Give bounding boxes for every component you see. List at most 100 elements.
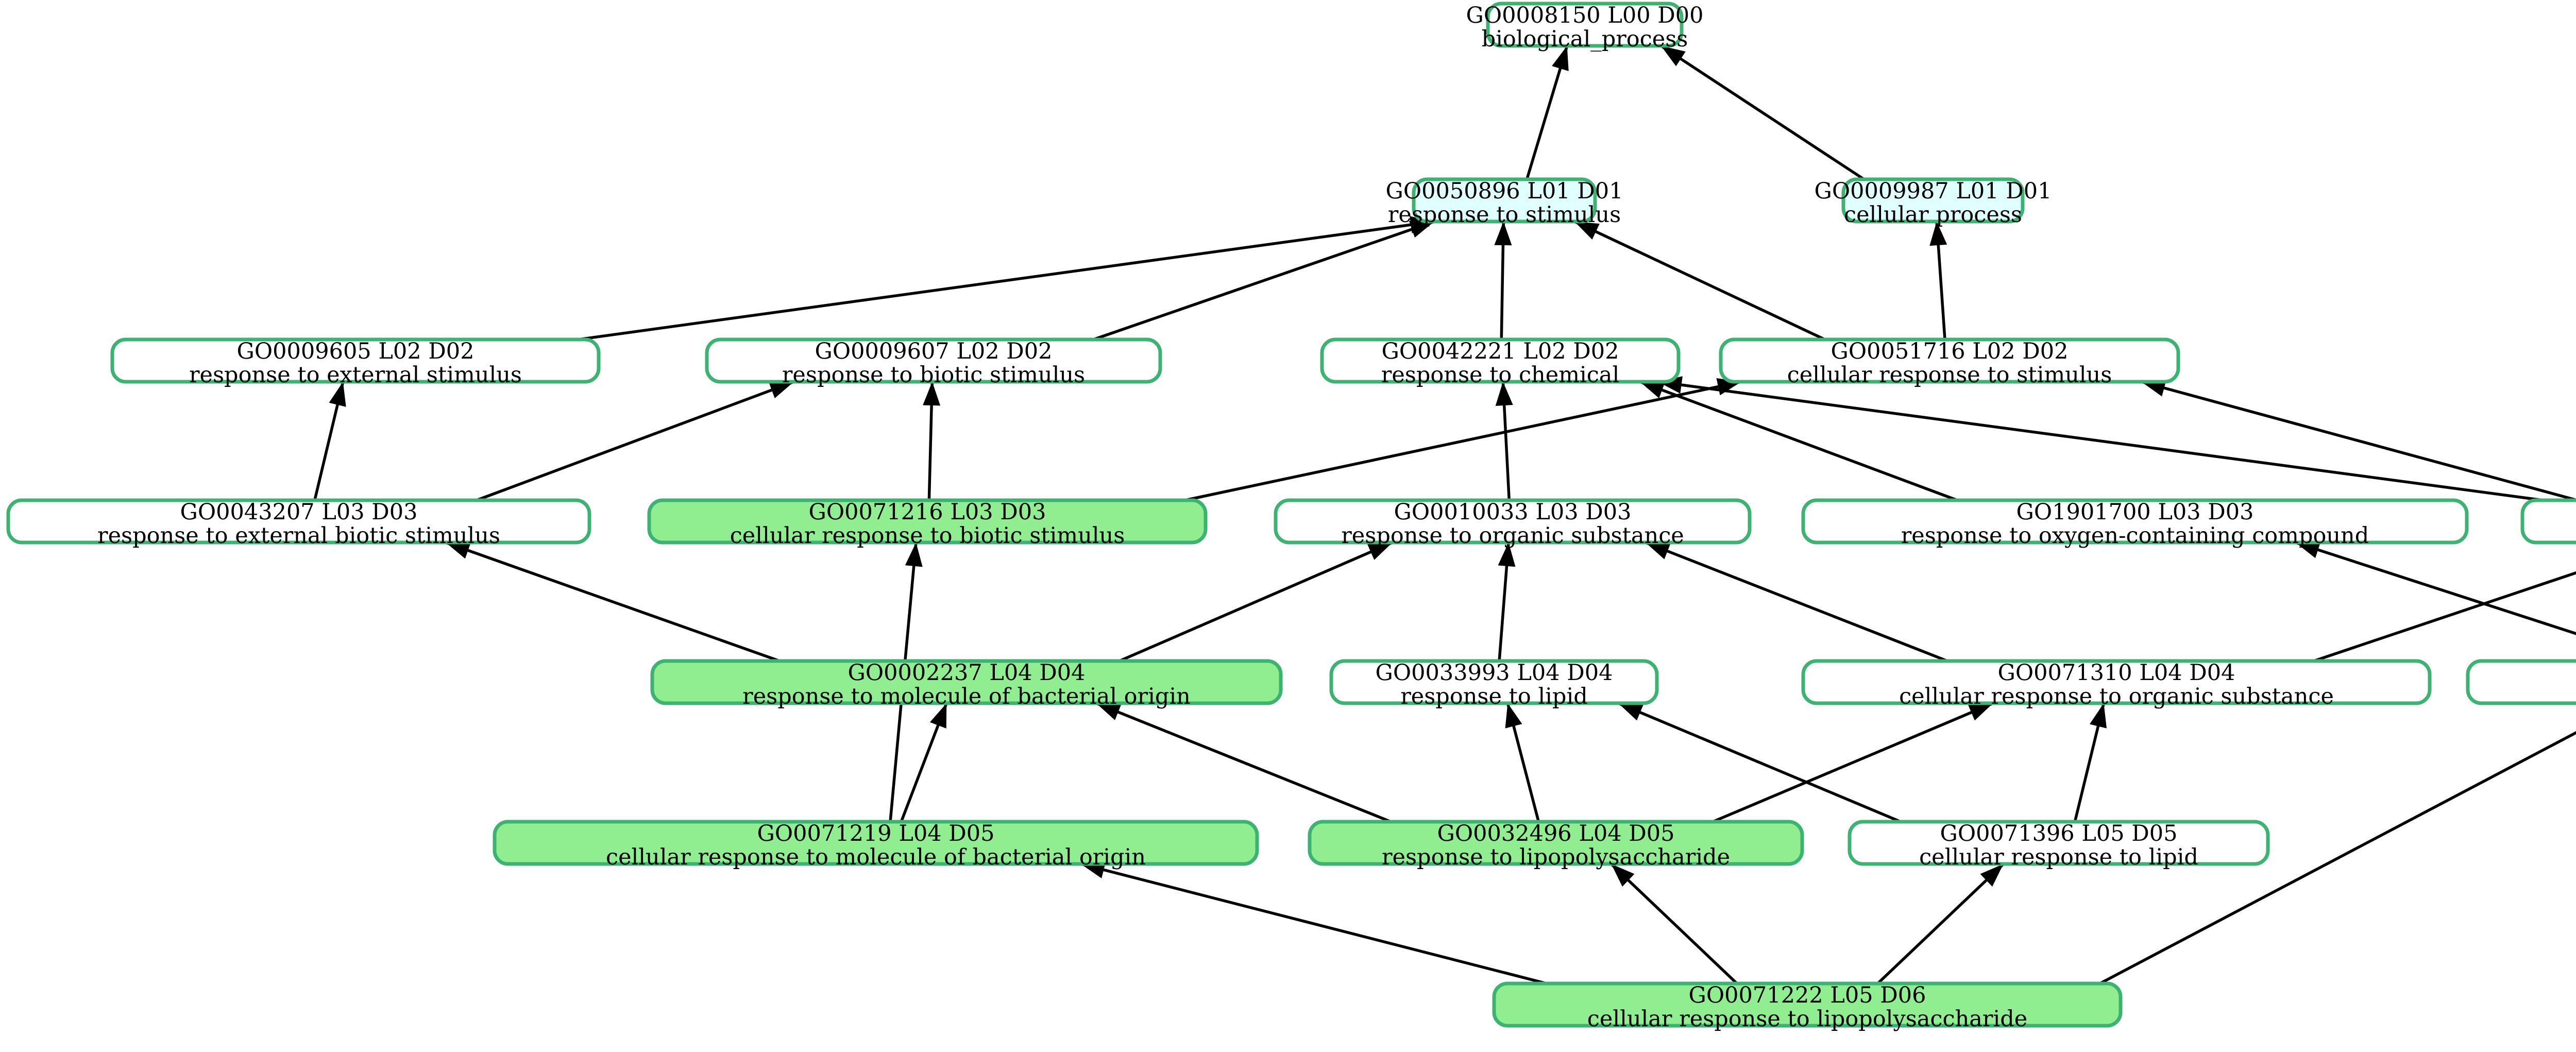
go-term-name-label: cellular response to stimulus [1787, 362, 2112, 388]
go-term-box[interactable] [1329, 659, 1659, 705]
go-term-box[interactable] [1492, 981, 2123, 1028]
graph-edge [1495, 381, 1513, 501]
go-term-box[interactable] [647, 498, 1208, 545]
go-term-id-label: GO0033993 L04 D04 [1376, 660, 1613, 686]
go-term-box[interactable] [1801, 498, 2469, 545]
edge-arrowhead [2089, 703, 2107, 728]
go-term-box[interactable] [110, 337, 601, 384]
graph-edge [923, 381, 941, 501]
go-term-name-label: response to organic substance [1341, 523, 1684, 549]
go-term-name-label: cellular process [1844, 202, 2022, 228]
go-term-box[interactable] [1308, 820, 1804, 866]
go-term-name-label: response to external biotic stimulus [97, 523, 500, 549]
go-term-name-label: response to lipid [1400, 684, 1588, 709]
edge-arrowhead [446, 542, 471, 559]
go-term-name-label: response to external stimulus [189, 362, 522, 388]
edge-arrowhead [1645, 542, 1671, 559]
edge-arrowhead [1929, 222, 1947, 246]
go-term-box[interactable] [1274, 498, 1752, 545]
go-term-box[interactable] [650, 659, 1283, 705]
graph-edge [1118, 541, 1393, 663]
go-term-id-label: GO0032496 L04 D05 [1437, 821, 1675, 846]
go-term-name-label: cellular response to biotic stimulus [730, 523, 1125, 549]
graph-edge [1876, 863, 2005, 985]
go-term-id-label: GO1901700 L03 D03 [2016, 499, 2254, 525]
edge-arrowhead [1096, 703, 1122, 720]
graph-edge [1618, 702, 1902, 823]
graph-edge [2073, 703, 2107, 822]
graph-edge [1095, 702, 1392, 823]
go-term-box[interactable] [1486, 2, 1684, 48]
graph-edge [476, 380, 794, 502]
go-term-box[interactable] [493, 820, 1259, 866]
go-term-box[interactable] [1841, 177, 2025, 224]
graph-edge [1639, 380, 1958, 502]
edge-arrowhead [1611, 864, 1635, 887]
graph-edge [900, 703, 948, 822]
go-term-name-label: biological_process [1482, 26, 1688, 52]
go-term-box[interactable] [6, 498, 591, 545]
edge-arrowhead [923, 382, 941, 406]
edge-arrowhead [1640, 382, 1666, 399]
go-term-box[interactable] [1848, 820, 2270, 866]
edge-arrowhead [1574, 222, 1600, 240]
edge-arrowhead [929, 703, 947, 729]
go-term-id-label: GO0009605 L02 D02 [237, 338, 474, 364]
go-term-name-label: response to oxygen-containing compound [1901, 523, 2369, 549]
graph-edge [2295, 541, 2576, 635]
edge-arrowhead [1505, 703, 1522, 728]
graph-edge [1610, 863, 1738, 985]
go-term-id-label: GO0071216 L03 D03 [809, 499, 1046, 525]
go-term-box[interactable] [2466, 659, 2576, 705]
go-term-name-label: response to chemical [1381, 362, 1619, 388]
go-term-id-label: GO0071219 L04 D05 [757, 821, 995, 846]
go-term-box[interactable] [705, 337, 1162, 384]
graph-edge [1645, 541, 1948, 663]
edge-arrowhead [1367, 542, 1393, 560]
graph-edge [578, 216, 1435, 341]
go-term-name-label: cellular response to lipopolysaccharide [1587, 1006, 2027, 1032]
graph-edge [445, 541, 781, 663]
go-term-id-label: GO0042221 L02 D02 [1382, 338, 1619, 364]
go-term-box[interactable] [1801, 659, 2432, 705]
edge-arrowhead [1980, 864, 2004, 887]
go-term-box[interactable] [1719, 337, 2180, 384]
go-term-box[interactable] [2520, 498, 2576, 545]
go-term-name-label: cellular response to molecule of bacteri… [606, 844, 1146, 870]
go-term-box[interactable] [1320, 337, 1681, 384]
go-term-name-label: cellular response to organic substance [1899, 684, 2334, 709]
graph-edge [313, 381, 346, 501]
go-term-name-label: cellular response to lipid [1919, 844, 2198, 870]
edge-arrowhead [1661, 46, 1686, 66]
go-term-id-label: GO0071222 L05 D06 [1689, 982, 1926, 1008]
go-term-id-label: GO0043207 L03 D03 [180, 499, 418, 525]
graph-edge [1660, 44, 1865, 181]
go-term-box[interactable] [1412, 177, 1597, 224]
graph-edge [1498, 542, 1516, 661]
edge-arrowhead [1552, 46, 1569, 71]
go-term-id-label: GO0002237 L04 D04 [848, 660, 1086, 686]
go-term-id-label: GO0009607 L02 D02 [815, 338, 1053, 364]
